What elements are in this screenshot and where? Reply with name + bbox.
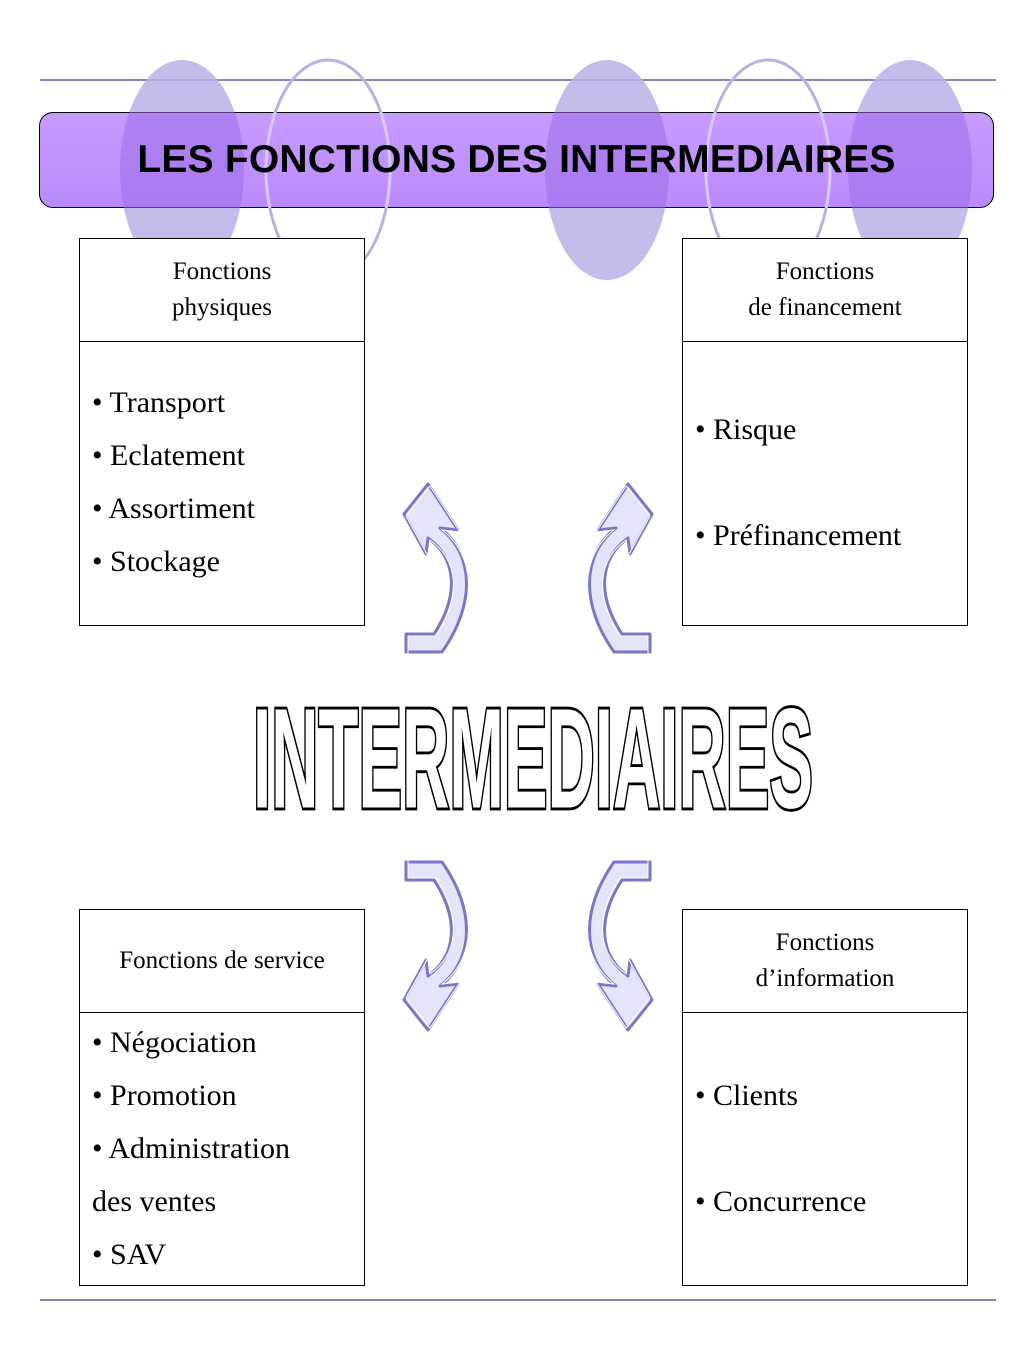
list-item: • Clients [695, 1079, 799, 1112]
heading-line: Fonctions [775, 258, 875, 285]
box-body: • Transport • Eclatement • Assortiment •… [80, 341, 364, 625]
heading-line: Fonctions [172, 258, 272, 285]
box-fonctions-information: Fonctions d’information • Clients • Conc… [682, 909, 968, 1286]
box-heading: Fonctions de financement [683, 239, 967, 342]
box-body: • Risque • Préfinancement [683, 341, 967, 625]
heading-line: Fonctions [775, 929, 875, 956]
box-heading: Fonctions physiques [80, 239, 364, 342]
list-item: • Stockage [92, 545, 220, 578]
box-fonctions-financement: Fonctions de financement • Risque • Préf… [682, 238, 968, 626]
center-word: INTERMEDIAIRES [253, 680, 813, 839]
list-item: • Transport [92, 386, 226, 419]
heading-line: physiques [172, 294, 272, 321]
box-fonctions-service: Fonctions de service • Négociation • Pro… [79, 909, 365, 1286]
list-item: • Administration [92, 1132, 291, 1165]
heading-line: de financement [748, 294, 902, 321]
title-banner: LES FONCTIONS DES INTERMEDIAIRES [39, 112, 994, 208]
list-item: • Risque [695, 413, 797, 446]
top-rule [40, 79, 996, 81]
box-body: • Négociation • Promotion • Administrati… [80, 1012, 364, 1285]
list-item: • Concurrence [695, 1185, 867, 1218]
box-body: • Clients • Concurrence [683, 1012, 967, 1285]
box-heading: Fonctions de service [80, 910, 364, 1013]
heading-line: d’information [755, 965, 895, 992]
list-item: • Assortiment [92, 492, 256, 525]
list-item: • Promotion [92, 1079, 237, 1112]
page-title: LES FONCTIONS DES INTERMEDIAIRES [137, 138, 896, 181]
list-item: • Préfinancement [695, 519, 902, 552]
box-fonctions-physiques: Fonctions physiques • Transport • Eclate… [79, 238, 365, 626]
list-item: • Négociation [92, 1026, 257, 1059]
box-heading: Fonctions d’information [683, 910, 967, 1013]
list-item: des ventes [92, 1185, 217, 1218]
bottom-rule [40, 1299, 996, 1301]
list-item: • Eclatement [92, 439, 245, 472]
title-decor [120, 112, 972, 208]
list-item: • SAV [92, 1238, 167, 1271]
heading-line: Fonctions de service [119, 947, 325, 974]
